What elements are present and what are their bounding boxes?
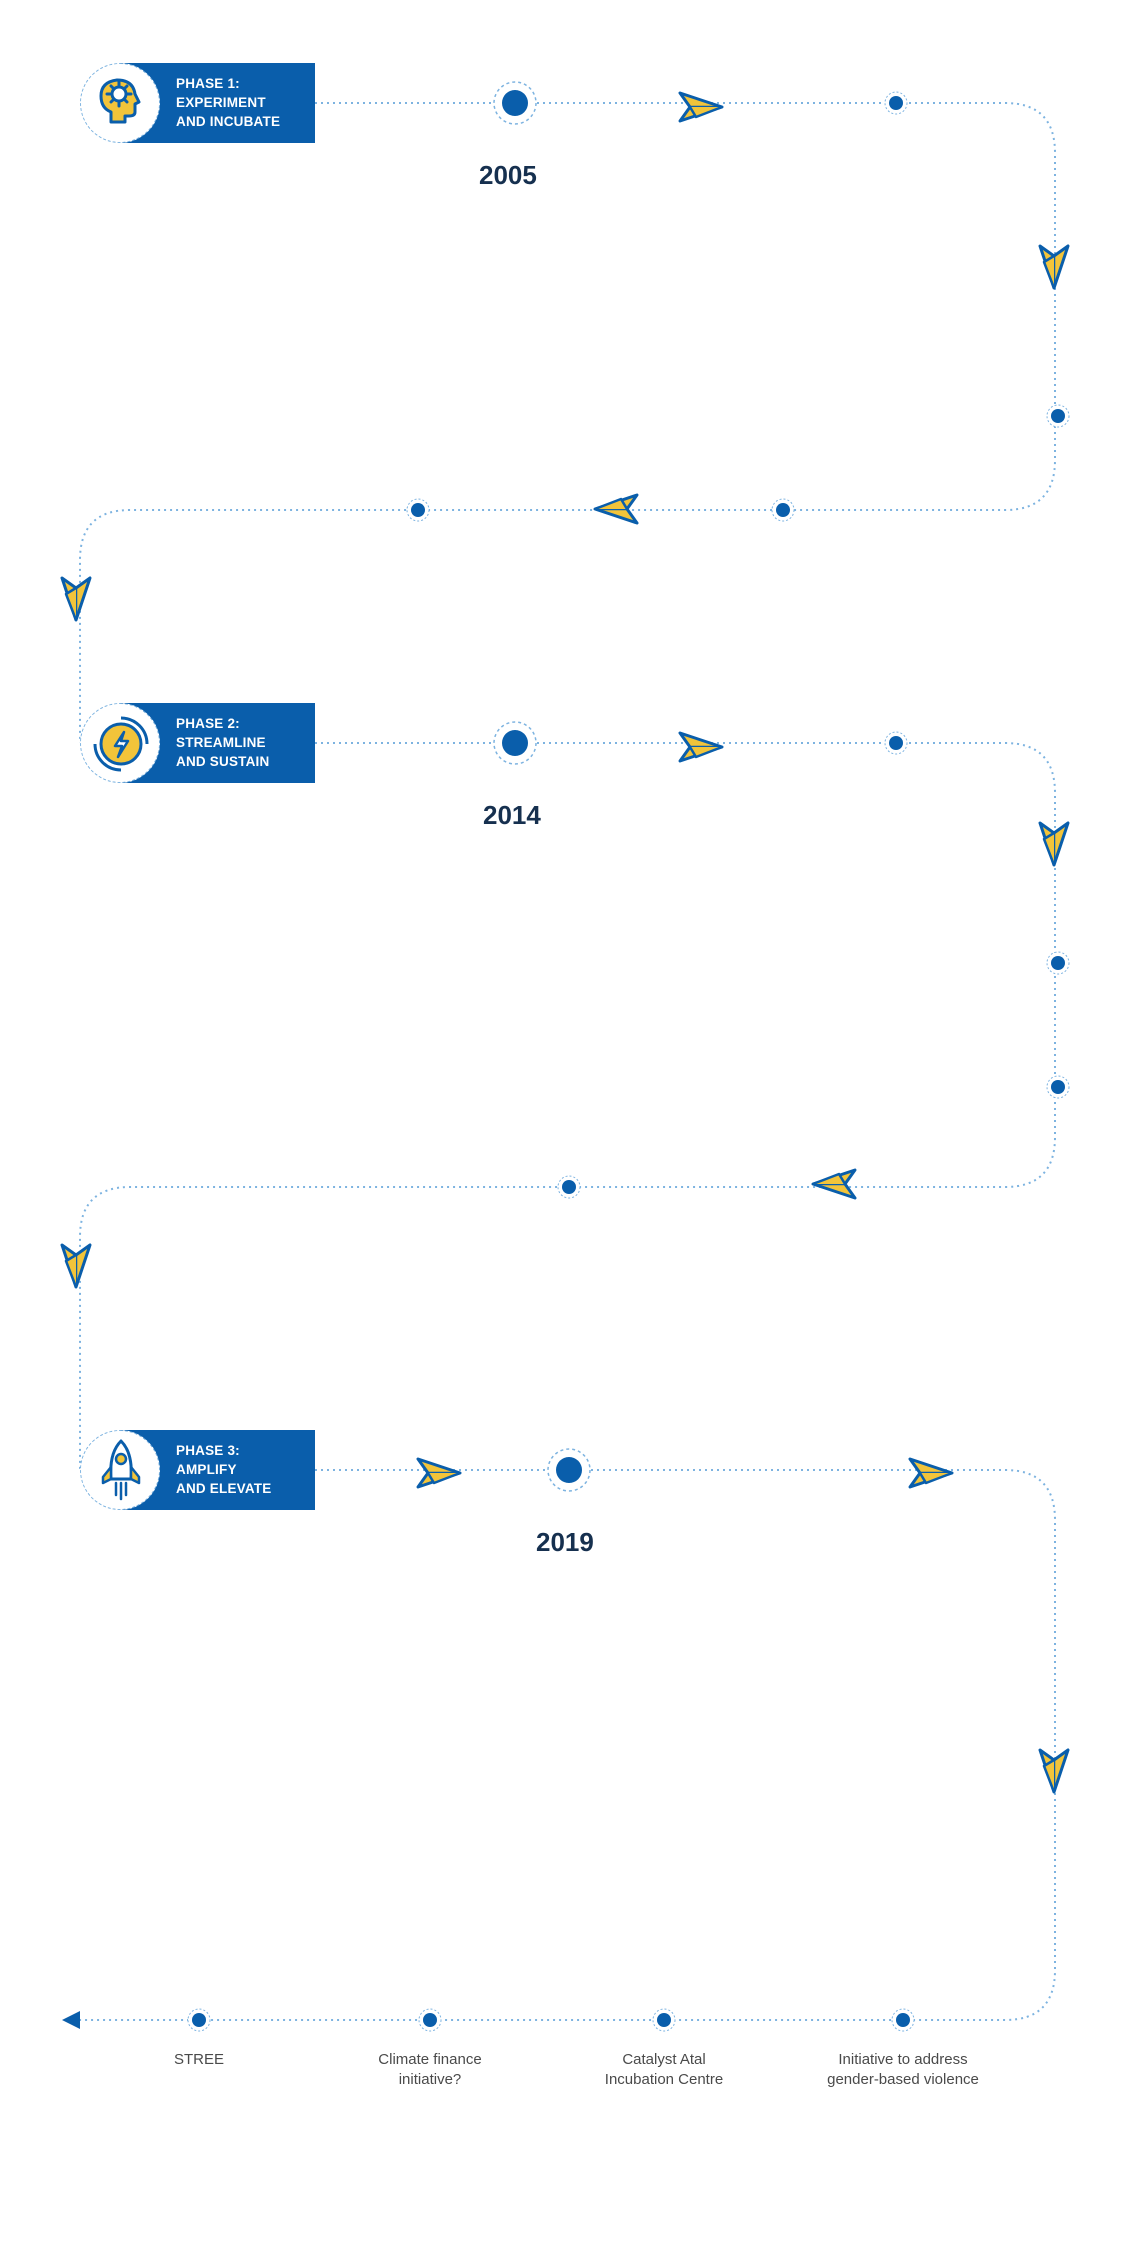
path-dot [557,1175,581,1199]
year-label-2005: 2005 [479,160,537,190]
milestone-line: Climate finance [378,2051,482,2068]
phase-1-title: PHASE 1: [176,76,240,91]
milestone-dot [187,2008,211,2032]
paper-plane-icon [60,1243,92,1289]
paper-plane-icon [416,1457,462,1489]
paper-plane-icon [908,1457,954,1489]
milestone-line: Incubation Centre [604,2071,724,2088]
milestone-dot [891,2008,915,2032]
phase-3-line3: AND ELEVATE [176,1481,272,1496]
paper-plane-icon [811,1168,857,1200]
path-dot [1046,1075,1070,1099]
phase-3-title: PHASE 3: [176,1443,240,1458]
year-label-2019: 2019 [536,1527,594,1557]
paper-plane-icon [1038,821,1070,867]
phase-2-line2: STREAMLINE [176,735,266,750]
phase-2-title: PHASE 2: [176,716,240,731]
milestone-dot [418,2008,442,2032]
path-dot [406,498,430,522]
lightning-cycle-icon [80,703,160,783]
milestone-label-catalyst: Catalyst Atal Incubation Centre [564,2050,764,2090]
milestone-line: gender-based violence [827,2071,979,2088]
head-gear-icon [80,63,160,143]
path-dot [884,731,908,755]
path-dot [771,498,795,522]
end-arrow-icon [62,2011,80,2029]
year-label-2014: 2014 [483,800,541,830]
paper-plane-icon [60,576,92,622]
phase-3-line2: AMPLIFY [176,1462,237,1477]
phase-2-line3: AND SUSTAIN [176,754,270,769]
year-node-2019 [547,1448,591,1492]
path-dot [884,91,908,115]
phase-1-line2: EXPERIMENT [176,95,266,110]
paper-plane-icon [1038,1748,1070,1794]
year-node-2014 [493,721,537,765]
milestone-label-climate-finance: Climate finance initiative? [330,2050,530,2090]
milestone-line: Initiative to address [838,2051,968,2068]
paper-plane-icon [678,91,724,123]
milestone-line: STREE [173,2051,224,2068]
year-node-2005 [493,81,537,125]
milestone-line: initiative? [398,2071,462,2088]
milestone-dot [652,2008,676,2032]
path-dot [1046,404,1070,428]
milestone-label-stree: STREE [99,2050,299,2070]
paper-plane-icon [678,731,724,763]
milestone-label-gbv: Initiative to address gender-based viole… [783,2050,1023,2090]
path-dot [1046,951,1070,975]
rocket-icon [80,1430,160,1510]
paper-plane-icon [593,493,639,525]
phase-1-line3: AND INCUBATE [176,114,281,129]
milestone-line: Catalyst Atal [622,2051,706,2068]
